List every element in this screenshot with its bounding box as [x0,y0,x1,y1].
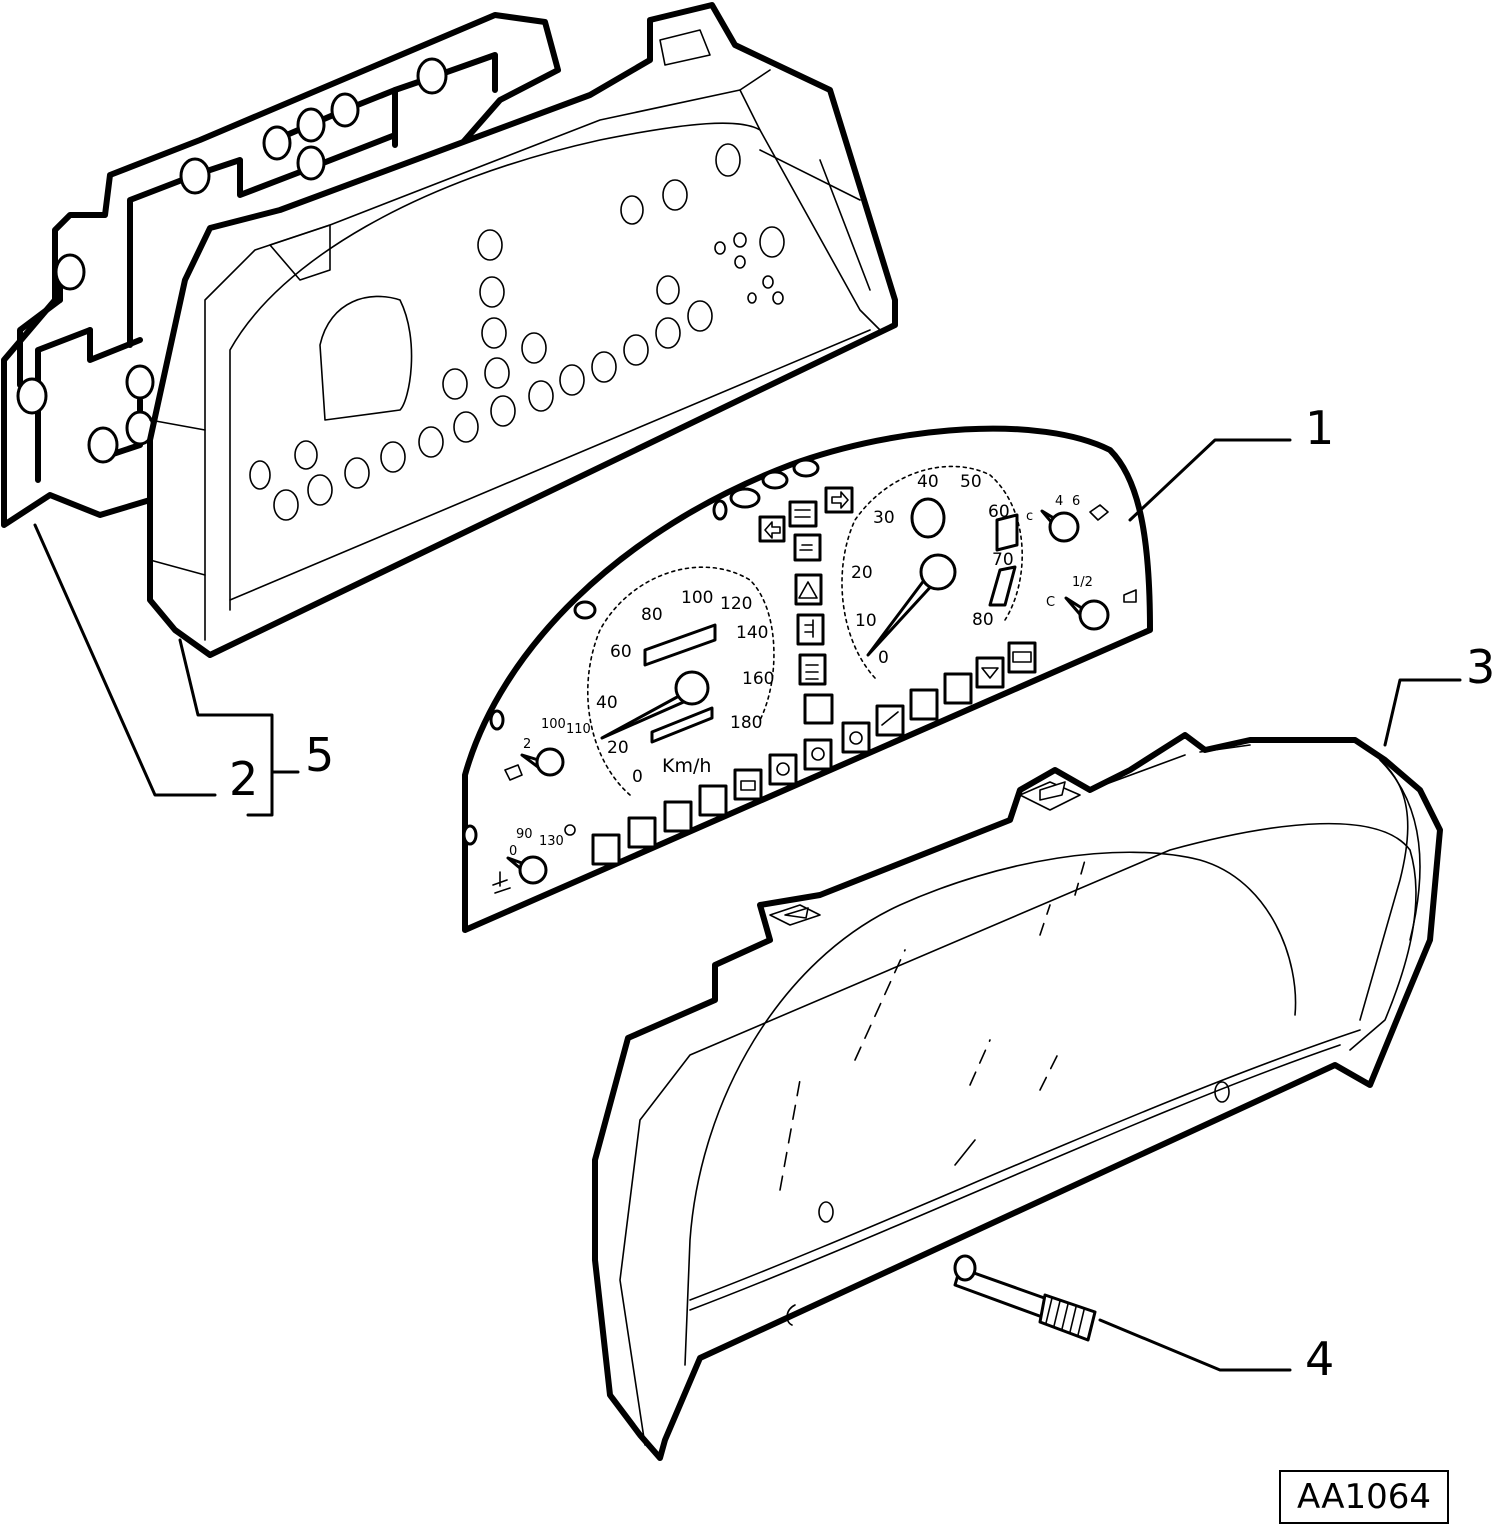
rpm-tick-20: 20 [851,563,873,583]
rear-housing [147,2,898,658]
oil-tick-110: 110 [566,722,591,737]
fuel-mark-c: C [1046,595,1055,610]
rpm-tick-0: 0 [878,648,889,668]
leader-lines [33,438,1462,1372]
dial-top-tabs [462,458,820,846]
dial-face-panel: 0 20 40 60 80 100 120 140 160 180 Km/h 0 [462,425,1153,933]
oil-mark-2: 2 [523,737,531,752]
front-lens-bezel [592,732,1443,1461]
warning-lights-column [591,486,1037,866]
callout-2: 2 [229,752,258,806]
aux-tick-6: 6 [1072,494,1080,509]
auxiliary-gauge: 4 6 c [1026,494,1109,543]
rpm-tick-50: 50 [960,472,982,492]
callout-4: 4 [1305,1332,1334,1386]
tachometer: 0 10 20 30 40 50 60 70 80 [841,465,1023,679]
tachometer-scale: 0 10 20 30 40 50 60 70 80 [851,472,1014,668]
aux-tick-4: 4 [1055,494,1063,509]
speedometer: 0 20 40 60 80 100 120 140 160 180 Km/h [587,566,775,796]
callout-1: 1 [1305,401,1334,455]
speed-tick-120: 120 [720,594,752,614]
reference-code-box: AA1064 [1279,1470,1449,1524]
reference-code: AA1064 [1297,1477,1431,1517]
speed-tick-80: 80 [641,605,663,625]
temperature-gauge: 0 90 130 [492,824,576,894]
speed-tick-60: 60 [610,642,632,662]
speed-tick-140: 140 [736,623,768,643]
temp-tick-90: 90 [516,827,533,842]
callout-labels: 1 2 3 4 5 [229,401,1495,1386]
oil-tick-100: 100 [541,717,566,732]
speed-tick-20: 20 [607,738,629,758]
rpm-tick-70: 70 [992,550,1014,570]
speedometer-scale: 0 20 40 60 80 100 120 140 160 180 [596,588,774,787]
speed-tick-180: 180 [730,713,762,733]
speed-tick-40: 40 [596,693,618,713]
bulb-holder-screw [953,1254,1097,1342]
speed-tick-0: 0 [632,767,643,787]
temp-tick-130: 130 [539,834,564,849]
fuel-gauge: 1/2 C [1046,575,1137,631]
callout-5: 5 [305,728,334,782]
temp-tick-0: 0 [509,844,517,859]
rpm-tick-40: 40 [917,472,939,492]
speed-tick-160: 160 [742,669,774,689]
oil-gauge: 100 110 2 [504,717,591,781]
warning-light-symbols [740,491,1032,791]
aux-mark-c: c [1026,509,1033,524]
fuel-tick-half: 1/2 [1072,575,1093,590]
speed-unit-label: Km/h [662,755,711,777]
callout-3: 3 [1466,640,1495,694]
rpm-tick-30: 30 [873,508,895,528]
speed-tick-100: 100 [681,588,713,608]
rpm-tick-80: 80 [972,610,994,630]
rpm-tick-10: 10 [855,611,877,631]
